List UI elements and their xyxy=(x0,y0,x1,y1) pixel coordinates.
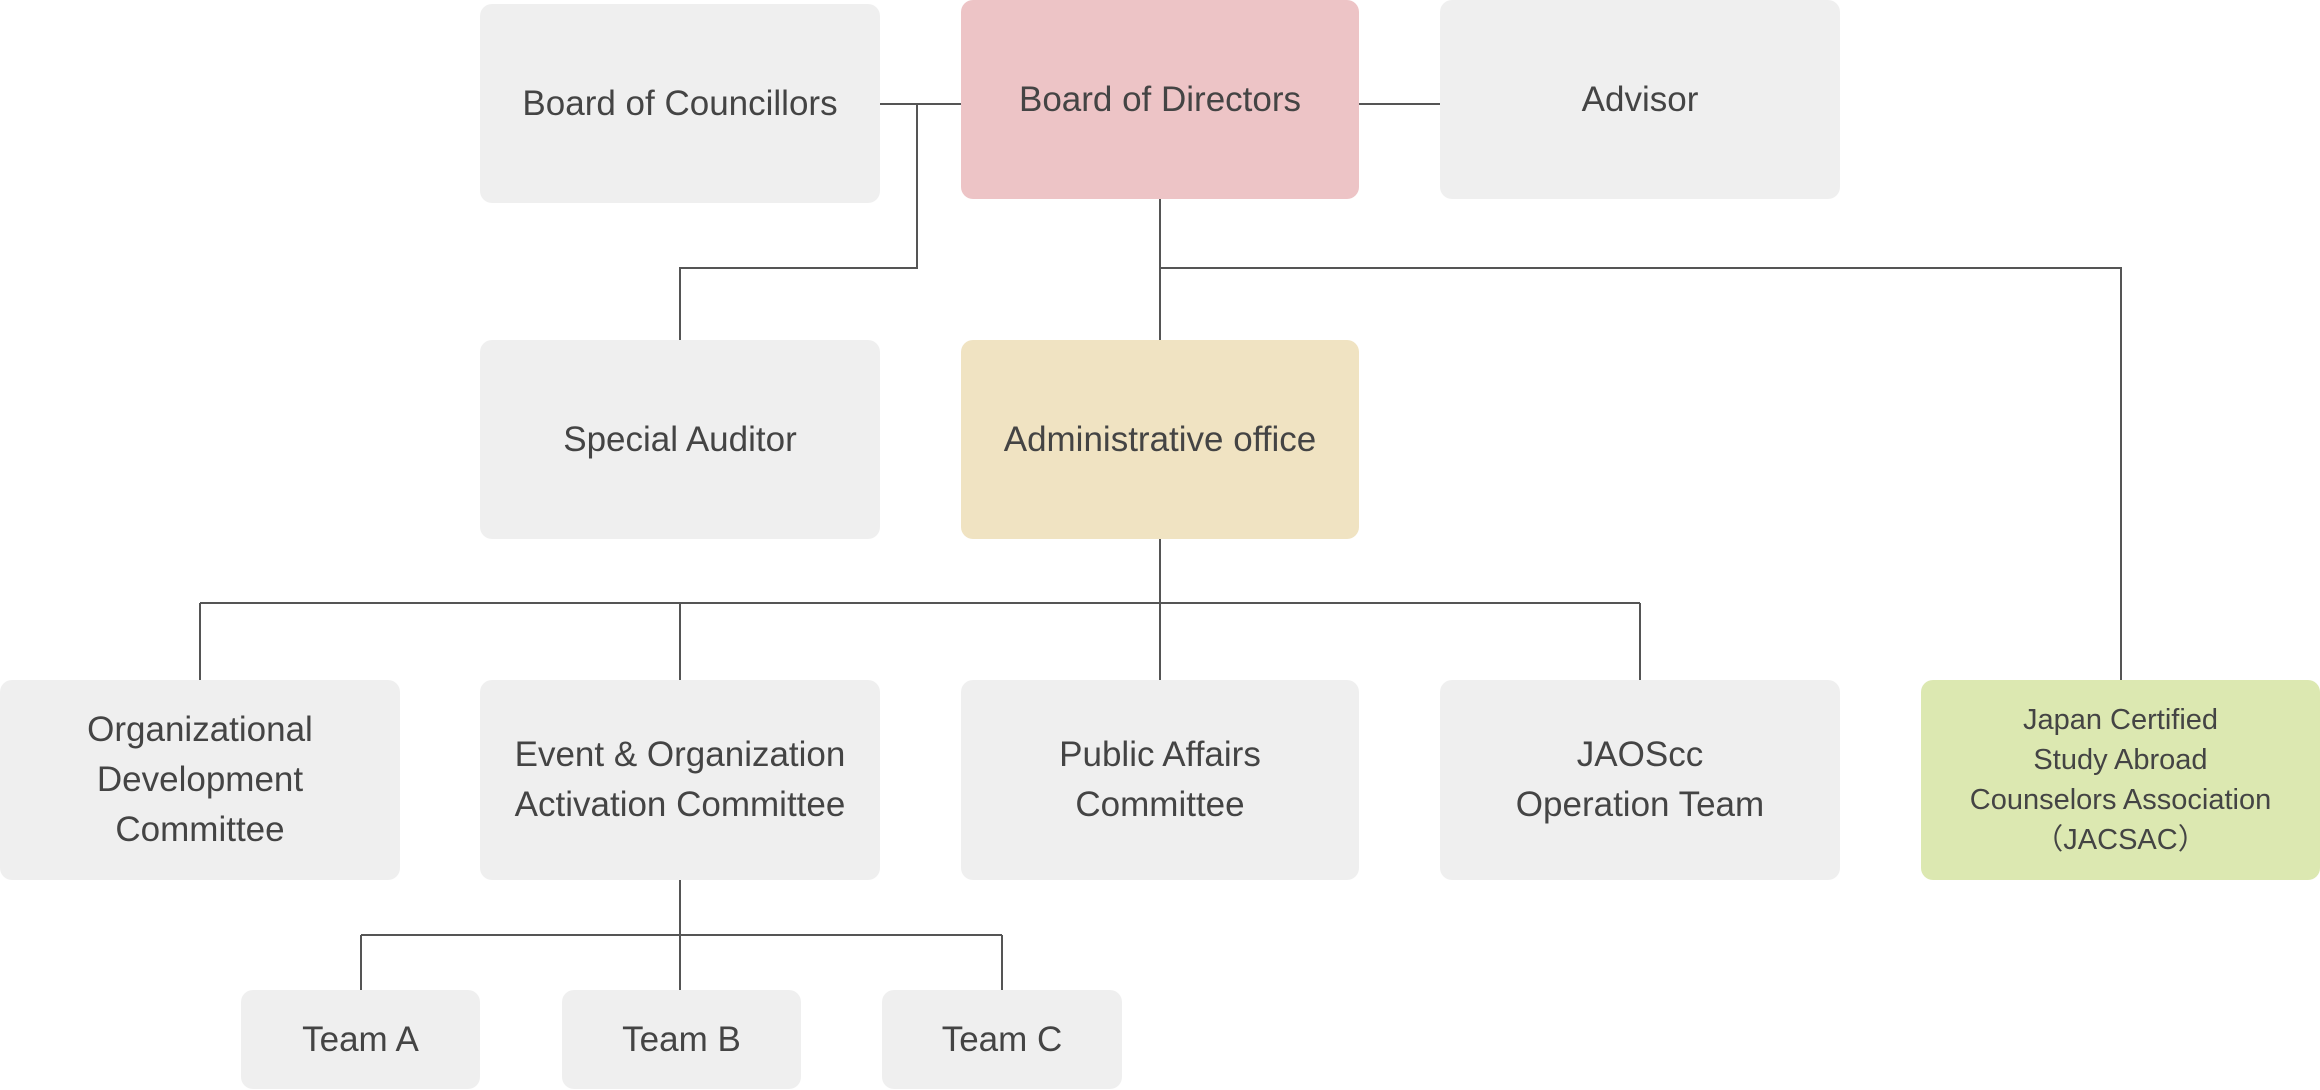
node-label-line: Committee xyxy=(115,810,285,849)
node-label-line: Event & Organization xyxy=(514,735,846,774)
administrative-office-box: Administrative office xyxy=(961,340,1359,539)
node-label-line: Team B xyxy=(622,1019,741,1059)
node-label-line: Committee xyxy=(1075,785,1245,824)
node-label-line: Team A xyxy=(302,1019,419,1059)
node-label-line: JAOScc xyxy=(1576,735,1704,774)
node-label-line: Counselors Association xyxy=(1969,784,2272,816)
node-label-line: Special Auditor xyxy=(563,419,797,459)
team-c-box: Team C xyxy=(882,990,1122,1089)
node-label-line: Development xyxy=(96,760,304,799)
node-label-line: Organizational xyxy=(87,710,313,749)
node-label-line: Study Abroad xyxy=(2033,744,2208,776)
team-b-box: Team B xyxy=(562,990,801,1089)
node-label-line: Board of Councillors xyxy=(522,83,838,123)
node-label-line: （JACSAC） xyxy=(2034,824,2207,856)
node-label-line: Operation Team xyxy=(1515,785,1765,824)
node-label-line: Team C xyxy=(941,1019,1063,1059)
node-label-line: Activation Committee xyxy=(514,785,846,824)
board-of-directors-box: Board of Directors xyxy=(961,0,1359,199)
board-of-councillors-box: Board of Councillors xyxy=(480,4,880,203)
connector-directors-jacsac xyxy=(1160,267,2122,680)
node-label-line: Japan Certified xyxy=(2022,704,2219,736)
node-label-line: Administrative office xyxy=(1003,419,1317,459)
connector-special-auditor xyxy=(679,104,918,340)
node-label-line: Board of Directors xyxy=(1018,79,1302,119)
node-label-line: Advisor xyxy=(1581,79,1699,119)
team-a-box: Team A xyxy=(241,990,480,1089)
advisor-box: Advisor xyxy=(1440,0,1840,199)
node-label-line: Public Affairs xyxy=(1059,735,1261,774)
special-auditor-box: Special Auditor xyxy=(480,340,880,539)
